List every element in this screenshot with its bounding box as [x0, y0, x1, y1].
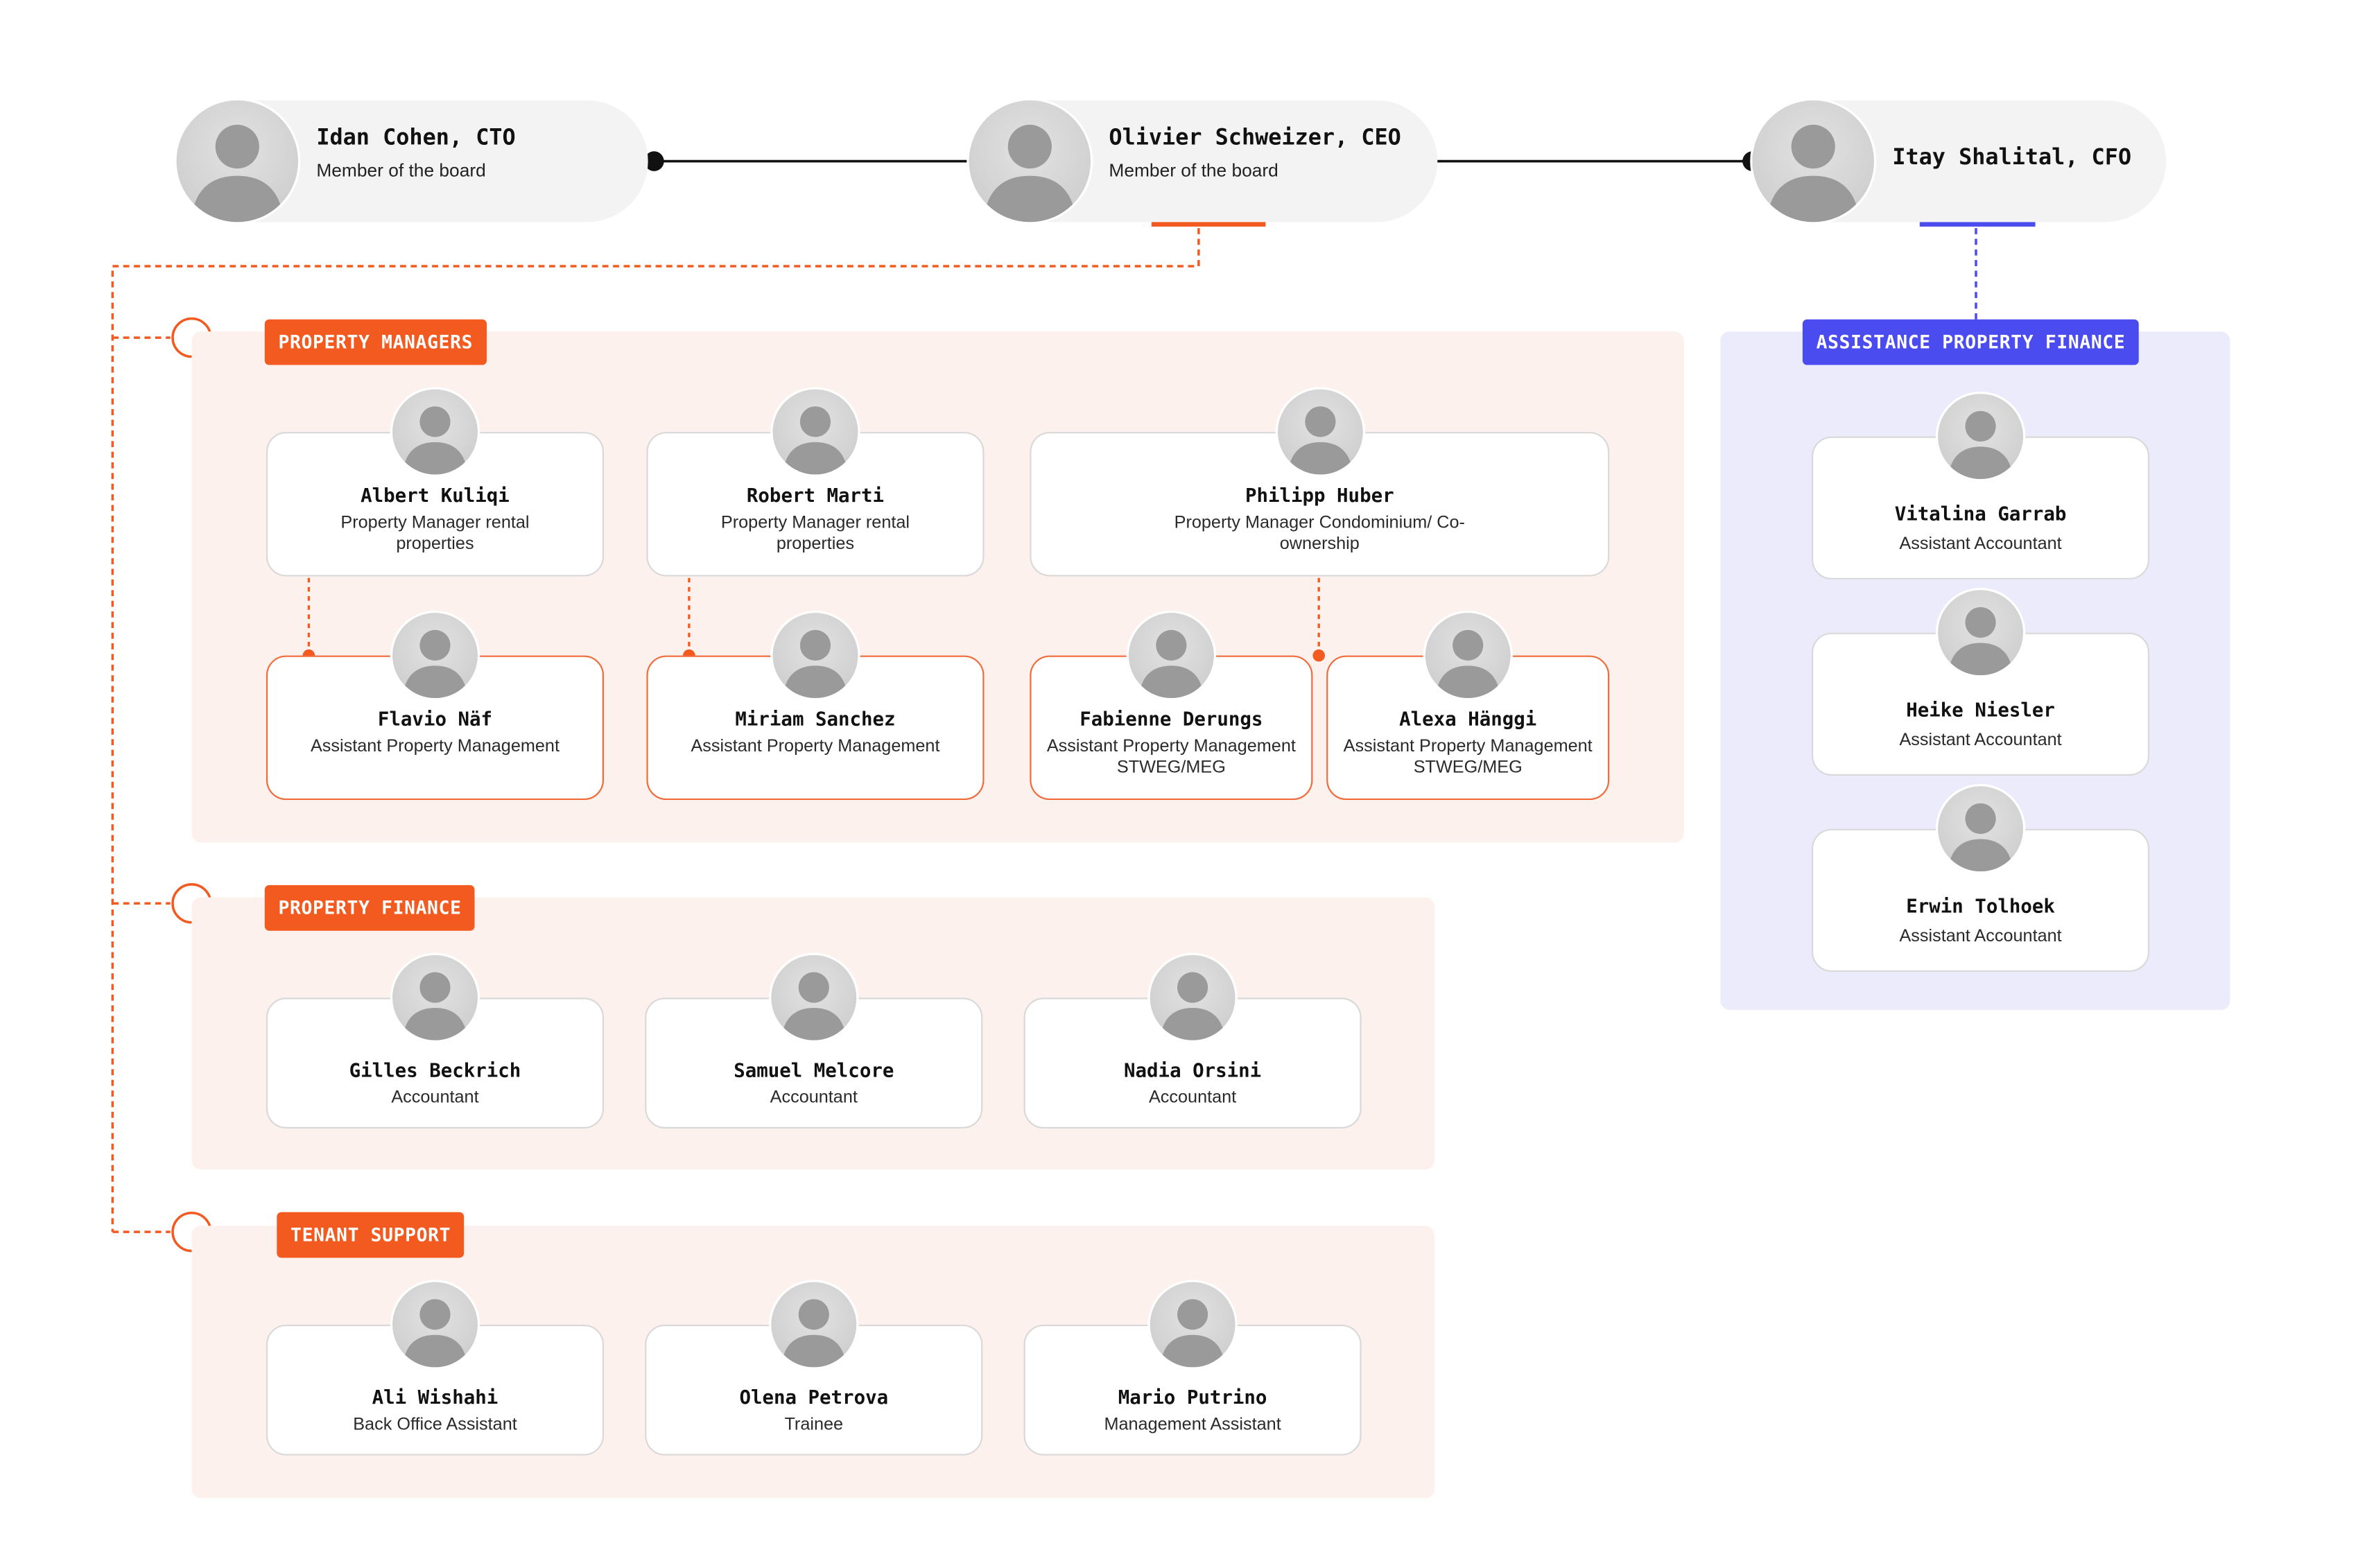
person-avatar-icon	[1128, 613, 1214, 699]
person-avatar-icon	[1938, 786, 2024, 872]
card-erwin-tolhoek: Erwin Tolhoek Assistant Accountant	[1812, 786, 2150, 972]
person-avatar-icon	[1938, 394, 2024, 480]
card-vitalina-garrab: Vitalina Garrab Assistant Accountant	[1812, 394, 2150, 580]
employee-role: Assistant Property Management STWEG/MEG	[1343, 738, 1593, 778]
card-gilles-beckrich: Gilles Beckrich Accountant	[266, 955, 605, 1129]
employee-name: Mario Putrino	[1118, 1385, 1267, 1409]
person-avatar-icon	[1752, 100, 1875, 223]
tag-assistance-property-finance: ASSISTANCE PROPERTY FINANCE	[1802, 319, 2140, 365]
ceo-dashed-tree	[111, 228, 1200, 1232]
employee-name: Vitalina Garrab	[1894, 502, 2067, 525]
employee-role: Back Office Assistant	[353, 1415, 517, 1434]
exec-name: Idan Cohen, CTO	[316, 126, 516, 151]
person-avatar-icon	[392, 955, 478, 1040]
card-alexa-haenggi: Alexa Hänggi Assistant Property Manageme…	[1326, 613, 1610, 801]
employee-role: Property Manager Condominium/ Co-ownersh…	[1174, 514, 1465, 554]
employee-name: Samuel Melcore	[734, 1059, 894, 1081]
employee-role: Assistant Accountant	[1899, 731, 2062, 750]
employee-name: Heike Niesler	[1906, 698, 2055, 721]
card-samuel-melcore: Samuel Melcore Accountant	[645, 955, 983, 1129]
employee-role: Assistant Property Management STWEG/MEG	[1046, 738, 1296, 778]
exec-cfo: Itay Shalital, CFO	[1752, 100, 2167, 223]
person-avatar-icon	[772, 613, 858, 699]
employee-name: Alexa Hänggi	[1399, 707, 1537, 731]
exec-role: Member of the board	[316, 159, 486, 182]
exec-name: Olivier Schweizer, CEO	[1109, 126, 1401, 151]
tag-tenant-support: TENANT SUPPORT	[277, 1212, 465, 1258]
employee-role: Assistant Property Management	[691, 738, 940, 756]
employee-role: Assistant Accountant	[1899, 535, 2062, 554]
person-avatar-icon	[176, 100, 299, 223]
employee-name: Flavio Näf	[377, 707, 493, 731]
exec-ceo: Olivier Schweizer, CEO Member of the boa…	[969, 100, 1438, 223]
employee-role: Accountant	[391, 1088, 479, 1108]
card-robert-marti: Robert Marti Property Manager rental pro…	[646, 389, 985, 577]
person-avatar-icon	[771, 1282, 857, 1368]
employee-role: Assistant Accountant	[1899, 927, 2062, 946]
card-philipp-huber: Philipp Huber Property Manager Condomini…	[1030, 389, 1610, 577]
person-avatar-icon	[1938, 590, 2024, 676]
employee-role: Management Assistant	[1104, 1415, 1281, 1434]
employee-name: Olena Petrova	[739, 1385, 889, 1409]
employee-name: Nadia Orsini	[1124, 1059, 1262, 1081]
person-avatar-icon	[392, 613, 478, 699]
card-mario-putrino: Mario Putrino Management Assistant	[1023, 1282, 1362, 1456]
card-miriam-sanchez: Miriam Sanchez Assistant Property Manage…	[646, 613, 985, 801]
person-avatar-icon	[392, 389, 478, 475]
employee-name: Robert Marti	[746, 483, 885, 507]
exec-role: Member of the board	[1109, 159, 1278, 182]
person-avatar-icon	[1276, 389, 1362, 475]
person-avatar-icon	[1150, 1282, 1236, 1368]
employee-name: Albert Kuliqi	[361, 483, 510, 507]
card-ali-wishahi: Ali Wishahi Back Office Assistant	[266, 1282, 605, 1456]
exec-cto: Idan Cohen, CTO Member of the board	[176, 100, 648, 223]
employee-name: Erwin Tolhoek	[1906, 894, 2055, 917]
employee-role: Trainee	[784, 1415, 844, 1434]
cfo-accent-bar	[1919, 218, 2036, 227]
card-heike-niesler: Heike Niesler Assistant Accountant	[1812, 590, 2150, 776]
card-albert-kuliqi: Albert Kuliqi Property Manager rental pr…	[266, 389, 605, 577]
employee-role: Property Manager rental properties	[340, 514, 530, 554]
person-avatar-icon	[1150, 955, 1236, 1040]
person-avatar-icon	[969, 100, 1091, 223]
employee-role: Property Manager rental properties	[720, 514, 910, 554]
exec-name: Itay Shalital, CFO	[1892, 146, 2132, 171]
employee-name: Ali Wishahi	[372, 1385, 499, 1409]
card-nadia-orsini: Nadia Orsini Accountant	[1023, 955, 1362, 1129]
person-avatar-icon	[392, 1282, 478, 1368]
tag-property-managers: PROPERTY MANAGERS	[264, 319, 487, 365]
employee-name: Gilles Beckrich	[349, 1059, 521, 1081]
employee-role: Accountant	[1148, 1088, 1237, 1108]
card-fabienne-derungs: Fabienne Derungs Assistant Property Mana…	[1030, 613, 1313, 801]
ceo-accent-bar	[1151, 218, 1266, 227]
card-olena-petrova: Olena Petrova Trainee	[645, 1282, 983, 1456]
employee-name: Philipp Huber	[1245, 483, 1394, 507]
employee-role: Accountant	[770, 1088, 858, 1108]
tag-property-finance: PROPERTY FINANCE	[264, 885, 476, 931]
employee-role: Assistant Property Management	[310, 738, 560, 756]
board-line-dot-left	[644, 151, 664, 171]
report-dot-philipp	[1312, 649, 1325, 662]
employee-name: Fabienne Derungs	[1080, 707, 1263, 731]
employee-name: Miriam Sanchez	[735, 707, 896, 731]
person-avatar-icon	[772, 389, 858, 475]
person-avatar-icon	[1425, 613, 1511, 699]
card-flavio-naef: Flavio Näf Assistant Property Management	[266, 613, 605, 801]
person-avatar-icon	[771, 955, 857, 1040]
